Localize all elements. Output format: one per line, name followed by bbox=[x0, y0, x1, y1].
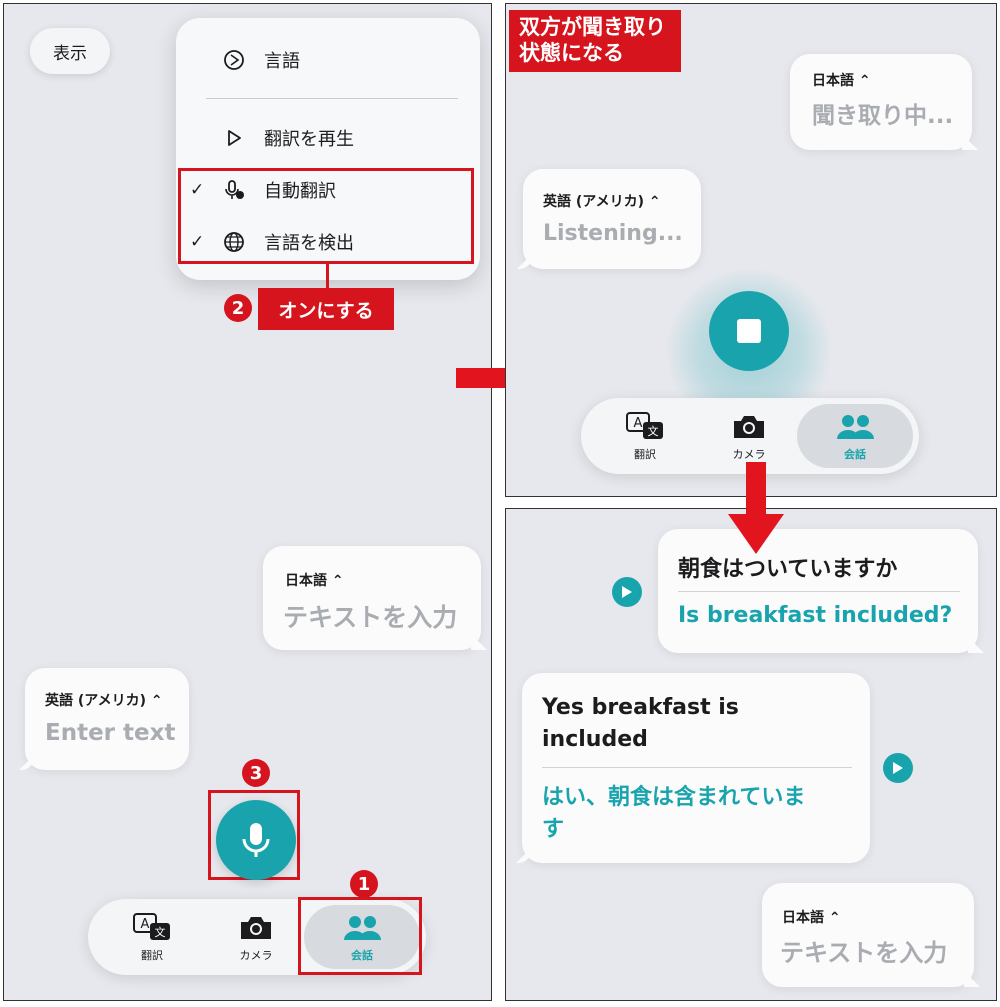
placeholder-english: Enter text bbox=[45, 720, 176, 746]
tab-label-conversation: 会話 bbox=[844, 448, 866, 461]
microphone-button[interactable] bbox=[216, 800, 296, 880]
bubble-japanese-listening[interactable]: 日本語 ⌃ 聞き取り中... bbox=[790, 54, 972, 150]
callout-turn-on: オンにする bbox=[258, 288, 394, 330]
people-icon bbox=[835, 410, 875, 444]
callout-both-listening: 双方が聞き取り状態になる bbox=[509, 10, 681, 72]
globe-icon bbox=[220, 228, 248, 256]
svg-text:文: 文 bbox=[648, 424, 659, 438]
menu-item-play-translation[interactable]: 翻訳を再生 bbox=[176, 118, 480, 158]
menu-item-auto-translate[interactable]: ✓ 自動翻訳 bbox=[176, 170, 480, 210]
check-icon: ✓ bbox=[190, 180, 205, 200]
bottom-right-panel: 朝食はついていますか Is breakfast included? Yes br… bbox=[505, 508, 997, 1001]
message-bubble-1: 朝食はついていますか Is breakfast included? bbox=[658, 529, 978, 653]
callout-connector bbox=[326, 262, 329, 288]
message-2-translation-line1: はい、朝食は含まれていま bbox=[542, 785, 806, 810]
message-2-original-line1: Yes breakfast is bbox=[542, 695, 739, 720]
language-selector-english[interactable]: 英語 (アメリカ) ⌃ bbox=[45, 693, 163, 709]
arrow-down-icon bbox=[728, 462, 784, 554]
placeholder-japanese: テキストを入力 bbox=[780, 939, 948, 967]
stop-icon bbox=[737, 319, 761, 343]
play-outline-icon bbox=[220, 124, 248, 152]
bubble-japanese-input[interactable]: 日本語 ⌃ テキストを入力 bbox=[762, 883, 974, 987]
left-panel: 表示 言語 翻訳を再生 ✓ 自動翻訳 ✓ 言語を検出 bbox=[3, 3, 492, 1001]
stop-button[interactable] bbox=[709, 291, 789, 371]
tab-label-translate: 翻訳 bbox=[141, 949, 163, 962]
tab-label-translate: 翻訳 bbox=[634, 448, 656, 461]
bubble-english-input[interactable]: 英語 (アメリカ) ⌃ Enter text bbox=[25, 668, 189, 770]
svg-text:A: A bbox=[141, 917, 150, 932]
menu-item-detect-language[interactable]: ✓ 言語を検出 bbox=[176, 222, 480, 262]
highlight-box-conversation-tab bbox=[298, 897, 422, 975]
people-icon bbox=[342, 911, 382, 945]
menu-label-play-translation: 翻訳を再生 bbox=[264, 129, 354, 150]
top-right-panel: 日本語 ⌃ 聞き取り中... 英語 (アメリカ) ⌃ Listening... … bbox=[505, 3, 997, 497]
microphone-icon bbox=[242, 823, 270, 857]
play-icon bbox=[622, 586, 632, 598]
svg-text:文: 文 bbox=[155, 925, 166, 939]
gear-globe-icon bbox=[220, 46, 248, 74]
camera-icon bbox=[238, 911, 274, 945]
tab-camera[interactable]: カメラ bbox=[691, 404, 807, 468]
language-selector-english[interactable]: 英語 (アメリカ) ⌃ bbox=[543, 194, 661, 210]
menu-divider bbox=[206, 98, 458, 99]
message-1-translation: Is breakfast included? bbox=[678, 603, 953, 628]
tab-label-conversation: 会話 bbox=[351, 949, 373, 962]
menu-label-auto-translate: 自動翻訳 bbox=[264, 181, 336, 202]
language-selector-japanese[interactable]: 日本語 ⌃ bbox=[812, 73, 871, 89]
tab-conversation[interactable]: 会話 bbox=[797, 404, 913, 468]
play-translation-button[interactable] bbox=[612, 577, 642, 607]
display-button[interactable]: 表示 bbox=[30, 28, 110, 74]
tab-label-camera: カメラ bbox=[239, 949, 273, 962]
svg-text:A: A bbox=[634, 416, 643, 431]
message-bubble-2: Yes breakfast is included はい、朝食は含まれていま す bbox=[522, 673, 870, 863]
menu-label-language: 言語 bbox=[264, 51, 300, 72]
message-separator bbox=[542, 767, 852, 768]
tab-camera[interactable]: カメラ bbox=[198, 905, 314, 969]
placeholder-japanese: テキストを入力 bbox=[283, 603, 458, 632]
bubble-english-listening[interactable]: 英語 (アメリカ) ⌃ Listening... bbox=[523, 169, 701, 269]
bubble-japanese-input[interactable]: 日本語 ⌃ テキストを入力 bbox=[263, 546, 481, 650]
options-menu: 言語 翻訳を再生 ✓ 自動翻訳 ✓ 言語を検出 bbox=[176, 18, 480, 280]
menu-item-language[interactable]: 言語 bbox=[176, 40, 480, 80]
check-icon: ✓ bbox=[190, 232, 205, 252]
step-number-1: 1 bbox=[350, 870, 378, 898]
highlight-box-toggles bbox=[178, 168, 474, 264]
listening-status-english: Listening... bbox=[543, 221, 683, 246]
menu-label-detect-language: 言語を検出 bbox=[264, 233, 354, 254]
message-2-translation-line2: す bbox=[542, 817, 565, 842]
language-selector-japanese[interactable]: 日本語 ⌃ bbox=[285, 573, 344, 589]
play-translation-button[interactable] bbox=[883, 753, 913, 783]
tab-label-camera: カメラ bbox=[732, 448, 766, 461]
step-number-2: 2 bbox=[224, 294, 252, 322]
play-icon bbox=[893, 762, 903, 774]
language-selector-japanese[interactable]: 日本語 ⌃ bbox=[782, 910, 841, 926]
auto-mic-icon bbox=[220, 176, 248, 204]
tab-conversation[interactable]: 会話 bbox=[304, 905, 420, 969]
camera-icon bbox=[731, 410, 767, 444]
message-2-original-line2: included bbox=[542, 727, 648, 752]
message-1-original: 朝食はついていますか bbox=[678, 557, 898, 582]
listening-status-japanese: 聞き取り中... bbox=[812, 103, 954, 129]
message-separator bbox=[678, 591, 960, 592]
step-number-3: 3 bbox=[242, 759, 270, 787]
